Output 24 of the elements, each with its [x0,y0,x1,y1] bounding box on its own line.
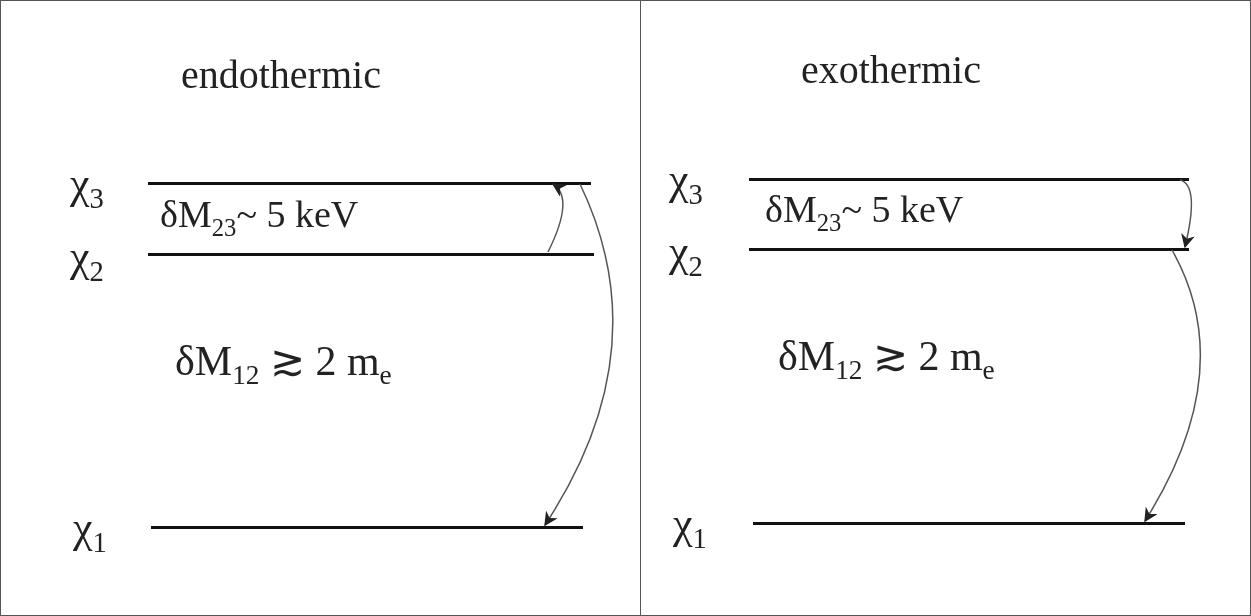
transition-arrow [544,183,614,527]
energy-level-line [148,253,594,256]
panel [0,0,641,616]
energy-level-line [148,182,591,185]
energy-gap-label: δM$_{23}$~ 5 keV [765,190,964,236]
energy-level-line [749,178,1189,181]
energy-gap-label: δM$_{12}$ ≳ 2 m$_{e}$ [778,335,995,385]
panel-heading: exothermic [801,46,981,93]
energy-level-line [753,522,1185,525]
level-label: χ$_{3}$ [70,162,104,214]
level-label: χ$_{3}$ [669,158,703,210]
level-label: χ$_{1}$ [673,502,707,554]
energy-level-line [151,526,583,529]
transition-arrow [1179,179,1195,249]
level-label: χ$_{2}$ [70,235,104,287]
energy-gap-label: δM$_{12}$ ≳ 2 m$_{e}$ [175,340,392,390]
transition-arrow [1144,249,1202,523]
transition-arrow [547,183,568,253]
panel [640,0,1251,616]
level-label: χ$_{1}$ [73,506,107,558]
level-label: χ$_{2}$ [669,230,703,282]
energy-level-line [749,248,1189,251]
panel-heading: endothermic [181,51,381,98]
energy-gap-label: δM$_{23}$~ 5 keV [160,195,359,241]
